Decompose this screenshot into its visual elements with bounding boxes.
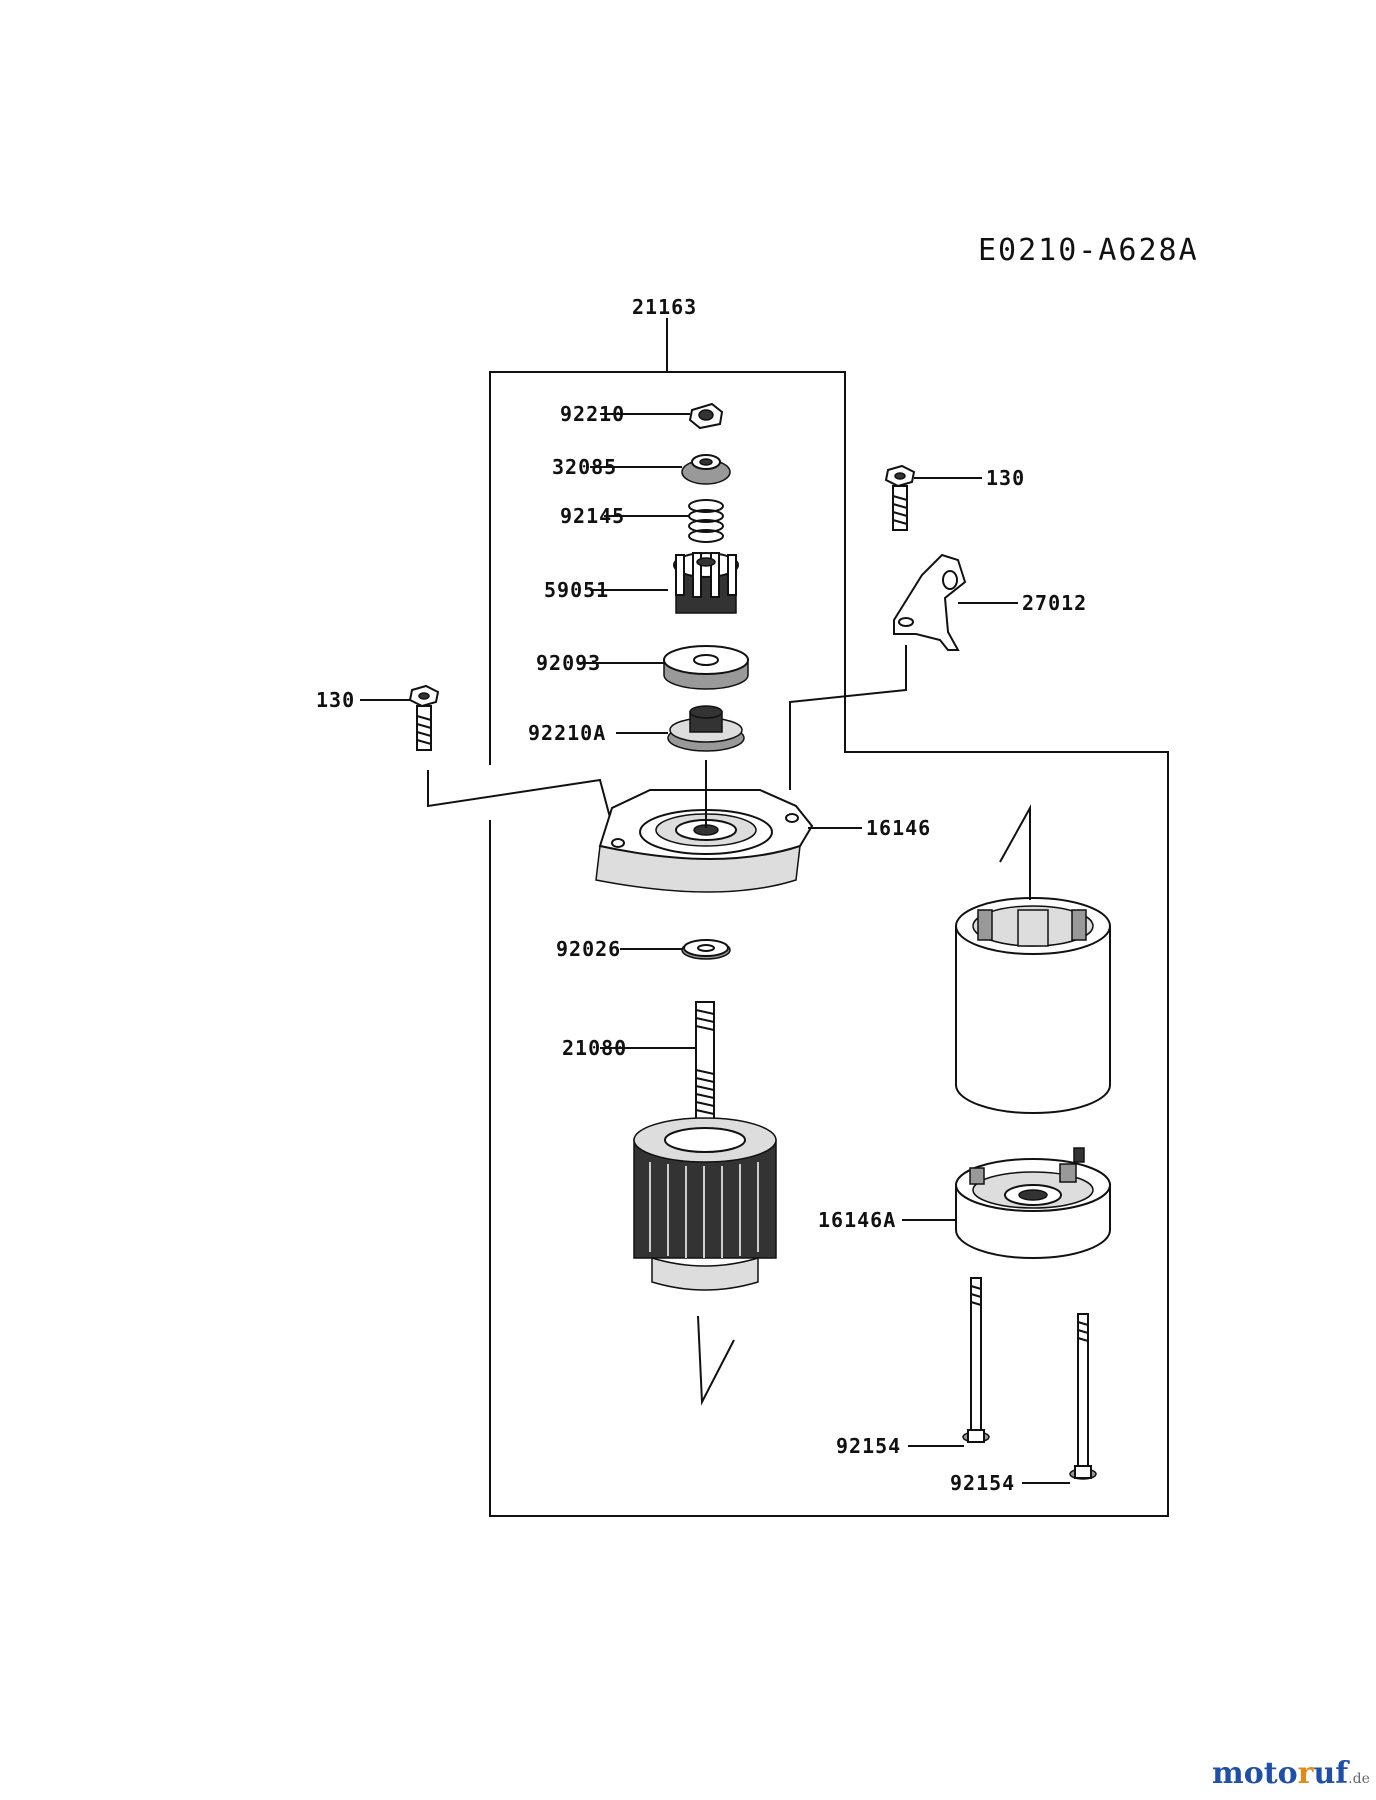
yoke-housing-part [955,897,1111,1114]
label-92154-1: 92154 [836,1434,901,1458]
label-92026: 92026 [556,937,621,961]
label-92210A: 92210A [528,721,606,745]
label-21080: 21080 [562,1036,627,1060]
site-watermark: motoruf.de [1212,1756,1370,1791]
label-92145: 92145 [560,504,625,528]
large-washer-part [663,645,749,690]
bracket-part [893,553,967,651]
diagram-code: E0210-A628A [978,233,1199,268]
clutch-part [667,705,745,752]
label-16146A: 16146A [818,1208,896,1232]
label-59051: 59051 [544,578,609,602]
armature-part [633,1001,777,1291]
right-bolt-part [884,464,916,531]
label-27012: 27012 [1022,591,1087,615]
spring-part [688,499,724,543]
watermark-suffix: .de [1348,1771,1370,1787]
through-bolt-1-part [962,1277,990,1443]
watermark-part3: uf [1313,1756,1349,1791]
through-bolt-2-part [1069,1313,1097,1480]
label-21163: 21163 [632,295,697,319]
watermark-part1: moto [1212,1756,1298,1791]
front-cover-part [595,789,814,893]
left-bolt-part [408,684,440,751]
label-92154-2: 92154 [950,1471,1015,1495]
label-130-left: 130 [316,688,355,712]
cap-part [681,454,731,485]
label-130-right: 130 [986,466,1025,490]
label-92210: 92210 [560,402,625,426]
label-92093: 92093 [536,651,601,675]
nut-part [688,402,724,430]
small-washer-part [681,939,731,960]
pinion-gear-part [673,552,739,614]
watermark-part2: r [1297,1756,1314,1791]
label-16146: 16146 [866,816,931,840]
label-32085: 32085 [552,455,617,479]
assembly-outline [489,318,1169,1517]
rear-cover-part [955,1147,1111,1259]
